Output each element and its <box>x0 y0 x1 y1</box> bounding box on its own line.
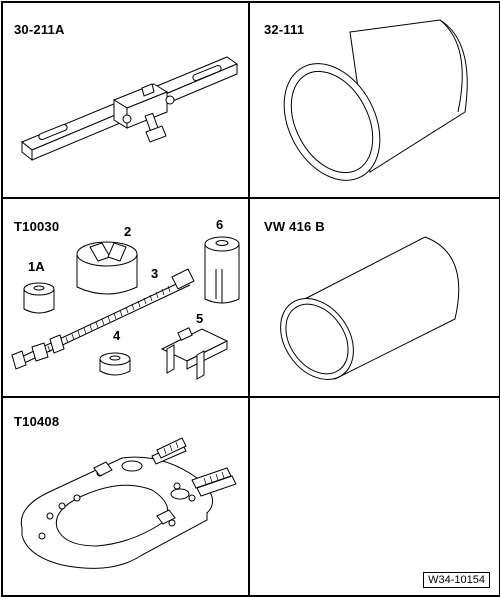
panel-title: VW 416 B <box>264 219 325 234</box>
tube-tool-illustration <box>250 199 498 396</box>
panel-32-111: 32-111 <box>250 2 498 197</box>
grid-divider-vertical <box>248 1 250 595</box>
panel-empty: W34-10154 <box>250 398 498 594</box>
part-number: 6 <box>216 217 224 232</box>
document-id: W34-10154 <box>423 572 490 588</box>
panel-title: 32-111 <box>264 22 305 37</box>
part-number: 4 <box>113 328 121 343</box>
panel-t10408: T10408 <box>2 398 248 594</box>
panel-30-211a: 30-211A <box>2 2 248 197</box>
grid-divider-row1 <box>1 197 499 199</box>
tool-kit-illustration <box>2 199 248 396</box>
panel-title: T10408 <box>14 414 60 429</box>
part-number: 2 <box>124 224 132 239</box>
panel-title: 30-211A <box>14 22 65 37</box>
panel-t10030: T10030 1A 2 3 4 5 6 <box>2 199 248 396</box>
part-number: 3 <box>151 266 159 281</box>
part-number: 5 <box>196 311 204 326</box>
part-number: 1A <box>28 259 45 274</box>
panel-title: T10030 <box>14 219 60 234</box>
plate-tool-illustration <box>2 398 248 594</box>
adjuster-bar-illustration <box>2 2 248 197</box>
panel-vw-416-b: VW 416 B <box>250 199 498 396</box>
grid-divider-row2 <box>1 396 499 398</box>
sleeve-tool-illustration <box>250 2 498 197</box>
